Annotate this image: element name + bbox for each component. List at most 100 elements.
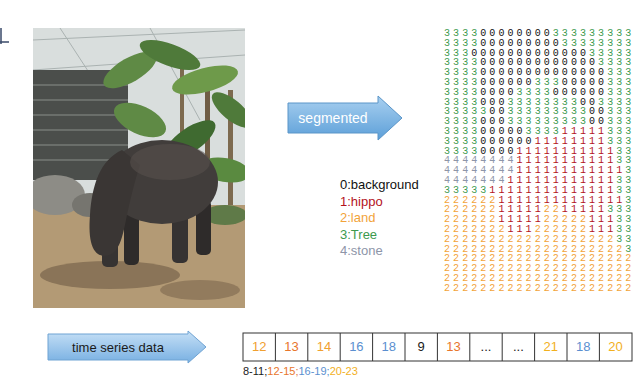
mask-digit: 0 (480, 146, 489, 157)
mask-digit: 2 (553, 204, 562, 215)
mask-digit: 0 (489, 57, 498, 68)
mask-digit: 3 (462, 48, 471, 59)
table-cell: 13 (437, 333, 469, 361)
mask-digit: 0 (535, 28, 544, 39)
mask-digit: 3 (544, 106, 553, 117)
arrow-label: segmented (298, 110, 367, 126)
mask-digit: 0 (480, 48, 489, 59)
mask-digit: 3 (625, 146, 634, 157)
mask-digit: 2 (453, 204, 462, 215)
mask-digit: 3 (616, 97, 625, 108)
table-cell: 14 (308, 333, 340, 361)
mask-digit: 3 (453, 116, 462, 127)
mask-digit: 0 (498, 116, 507, 127)
mask-digit: 1 (507, 175, 516, 186)
mask-digit: 1 (562, 204, 571, 215)
mask-digit: 1 (571, 146, 580, 157)
mask-digit: 0 (526, 38, 535, 49)
mask-digit: 1 (517, 165, 526, 176)
mask-digit: 0 (507, 126, 516, 137)
mask-digit: 2 (544, 224, 553, 235)
mask-digit: 2 (517, 273, 526, 284)
mask-digit: 1 (607, 155, 616, 166)
mask-row: 444444441111111111113 (444, 166, 634, 176)
mask-digit: 3 (444, 116, 453, 127)
mask-digit: 1 (598, 224, 607, 235)
mask-digit: 2 (526, 253, 535, 264)
mask-digit: 2 (553, 214, 562, 225)
mask-digit: 3 (535, 87, 544, 98)
mask-digit: 0 (589, 97, 598, 108)
mask-digit: 3 (616, 175, 625, 186)
mask-digit: 1 (517, 146, 526, 157)
mask-digit: 1 (607, 195, 616, 206)
mask-digit: 2 (535, 253, 544, 264)
mask-digit: 2 (462, 204, 471, 215)
mask-digit: 0 (589, 67, 598, 78)
cell-row (243, 333, 632, 361)
mask-digit: 3 (535, 126, 544, 137)
mask-digit: 2 (589, 253, 598, 264)
mask-digit: 2 (444, 204, 453, 215)
mask-digit: 2 (616, 263, 625, 274)
mask-digit: 0 (498, 146, 507, 157)
mask-digit: 3 (598, 48, 607, 59)
mask-digit: 3 (616, 214, 625, 225)
mask-digit: 3 (535, 116, 544, 127)
mask-digit: 2 (462, 214, 471, 225)
mask-digit: 2 (507, 273, 516, 284)
mask-row: 333300000000000003333 (444, 58, 634, 68)
mask-digit: 3 (616, 48, 625, 59)
mask-digit: 2 (526, 273, 535, 284)
mask-digit: 2 (580, 244, 589, 255)
mask-digit: 3 (616, 38, 625, 49)
mask-digit: 3 (625, 224, 634, 235)
mask-digit: 0 (471, 48, 480, 59)
arrow-shape: time series data (48, 331, 206, 363)
range-part: 20-23 (330, 365, 358, 377)
mask-digit: 3 (562, 28, 571, 39)
mask-digit: 2 (489, 195, 498, 206)
mask-digit: 1 (589, 224, 598, 235)
mask-digit: 2 (462, 224, 471, 235)
mask-digit: 0 (598, 77, 607, 88)
mask-digit: 0 (598, 87, 607, 98)
mask-digit: 1 (589, 165, 598, 176)
mask-digit: 0 (498, 48, 507, 59)
mask-digit: 3 (453, 57, 462, 68)
mask-digit: 3 (444, 97, 453, 108)
mask-digit: 0 (498, 136, 507, 147)
mask-digit: 3 (625, 165, 634, 176)
mask-digit: 2 (498, 253, 507, 264)
mask-digit: 2 (571, 283, 580, 294)
mask-digit: 3 (517, 106, 526, 117)
mask-digit: 1 (517, 204, 526, 215)
mask-digit: 0 (489, 67, 498, 78)
mask-digit: 0 (498, 77, 507, 88)
mask-digit: 2 (580, 253, 589, 264)
mask-digit: 2 (480, 283, 489, 294)
mask-digit: 0 (571, 57, 580, 68)
mask-digit: 4 (471, 155, 480, 166)
mask-digit: 0 (498, 28, 507, 39)
mask-digit: 1 (589, 175, 598, 186)
mask-digit: 1 (517, 224, 526, 235)
mask-digit: 1 (562, 126, 571, 137)
mask-digit: 3 (526, 87, 535, 98)
mask-digit: 3 (571, 38, 580, 49)
mask-digit: 0 (526, 48, 535, 59)
mask-digit: 3 (453, 48, 462, 59)
mask-digit: 2 (571, 214, 580, 225)
mask-digit: 2 (553, 283, 562, 294)
mask-digit: 4 (489, 165, 498, 176)
mask-digit: 2 (616, 283, 625, 294)
mask-digit: 3 (517, 97, 526, 108)
mask-digit: 1 (562, 185, 571, 196)
mask-digit: 1 (535, 214, 544, 225)
mask-digit: 2 (498, 234, 507, 245)
range-part: 8-11; (243, 365, 267, 377)
mask-digit: 2 (535, 263, 544, 274)
mask-digit: 2 (607, 234, 616, 245)
mask-digit: 2 (462, 244, 471, 255)
mask-digit: 3 (471, 136, 480, 147)
